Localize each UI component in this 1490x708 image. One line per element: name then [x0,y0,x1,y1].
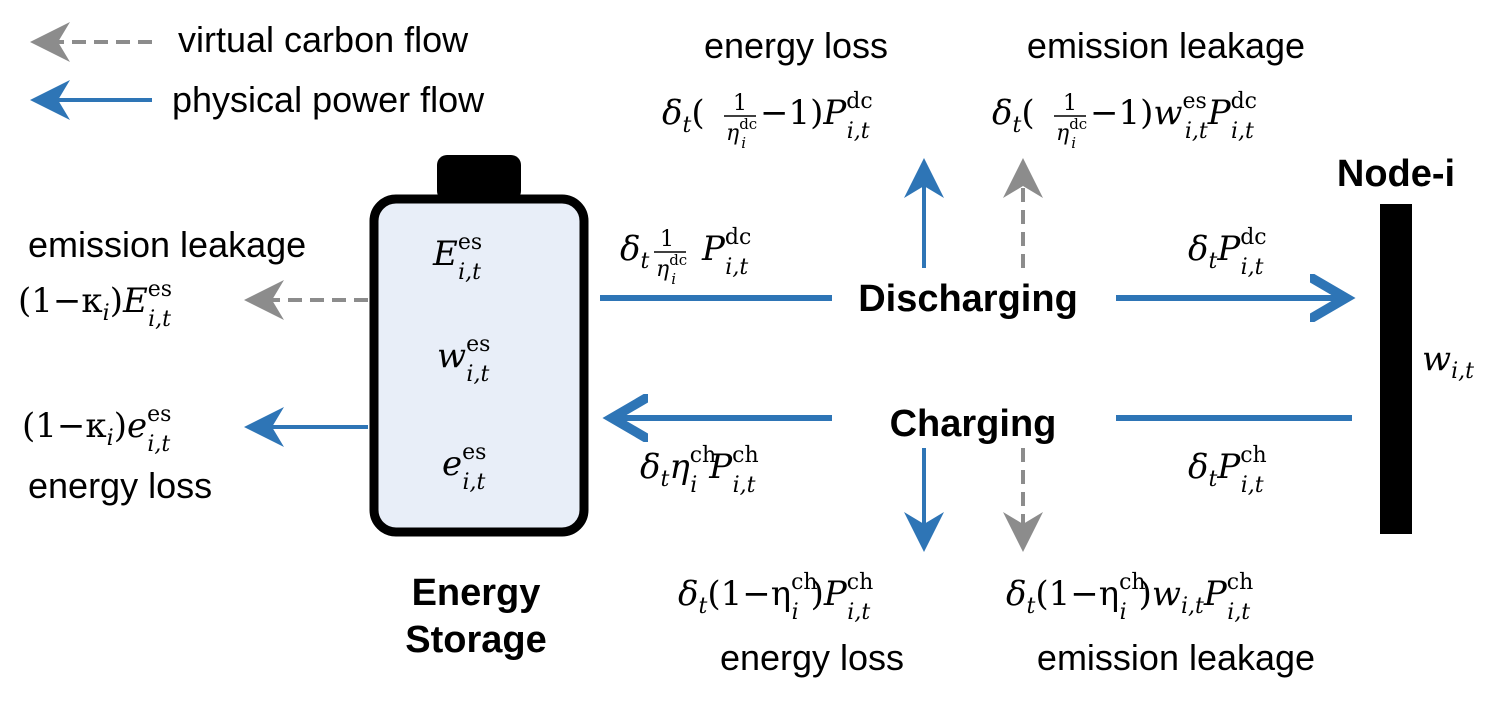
top-emission-leakage-frac-num: 1 [1063,91,1077,116]
top-energy-loss-label: energy loss [704,25,888,66]
charging-label: Charging [890,403,1057,445]
energy-storage-label-1: Energy [412,572,541,614]
top-energy-loss-frac-num: 1 [733,91,747,116]
left-energy-loss-label: energy loss [28,465,212,506]
legend: virtual carbon flow physical power flow [30,19,485,120]
discharge-input-frac-num: 1 [660,227,674,252]
top-energy-loss-formula-a: δt( [662,93,705,138]
bottom-energy-loss-label: energy loss [720,637,904,678]
discharge-input-formula: δt [620,229,649,274]
legend-physical-label: physical power flow [172,79,485,120]
legend-virtual-label: virtual carbon flow [178,19,469,60]
node-label: Node-i [1337,153,1455,195]
battery-terminal [437,155,521,201]
top-emission-leakage-formula-a: δt( [992,93,1035,138]
discharging-label: Discharging [858,278,1078,320]
energy-storage-label-2: Storage [405,619,546,661]
node-carbon-intensity: wi,t [1422,339,1474,384]
top-emission-leakage-label: emission leakage [1027,25,1305,66]
battery-body [369,194,589,537]
node-bus-bar [1380,204,1412,534]
node-i: Node-i wi,t [1337,153,1474,534]
bottom-emission-leakage-label: emission leakage [1037,637,1315,678]
left-emission-leakage-label: emission leakage [28,224,306,265]
